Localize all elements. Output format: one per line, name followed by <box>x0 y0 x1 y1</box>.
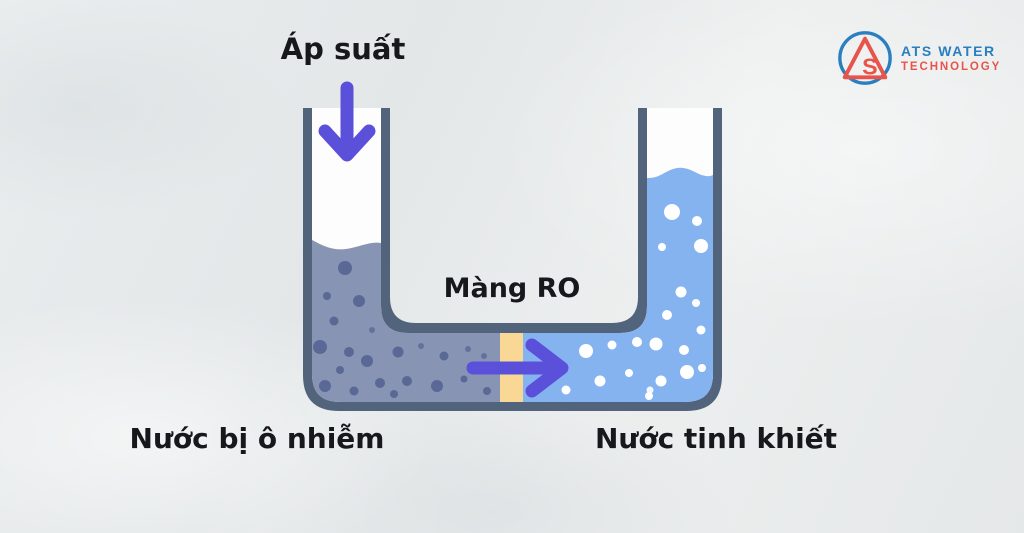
pressure-label: Áp suất <box>280 32 406 66</box>
flow-arrow-icon <box>466 338 569 398</box>
ats-logo: S ATS WATER TECHNOLOGY <box>836 28 1006 88</box>
contaminated-water-label: Nước bị ô nhiễm <box>129 422 385 455</box>
water-bubbles <box>533 204 708 400</box>
logo-tagline: TECHNOLOGY <box>901 61 1002 73</box>
purified-water-label: Nước tinh khiết <box>594 422 838 455</box>
contaminant-particles <box>313 261 491 398</box>
ats-logo-monogram: S <box>862 53 877 79</box>
logo-name: ATS WATER <box>901 43 996 59</box>
membrane-label: Màng RO <box>443 273 581 304</box>
ats-logo-icon: S <box>838 31 892 85</box>
pressure-arrow-icon <box>318 81 376 162</box>
